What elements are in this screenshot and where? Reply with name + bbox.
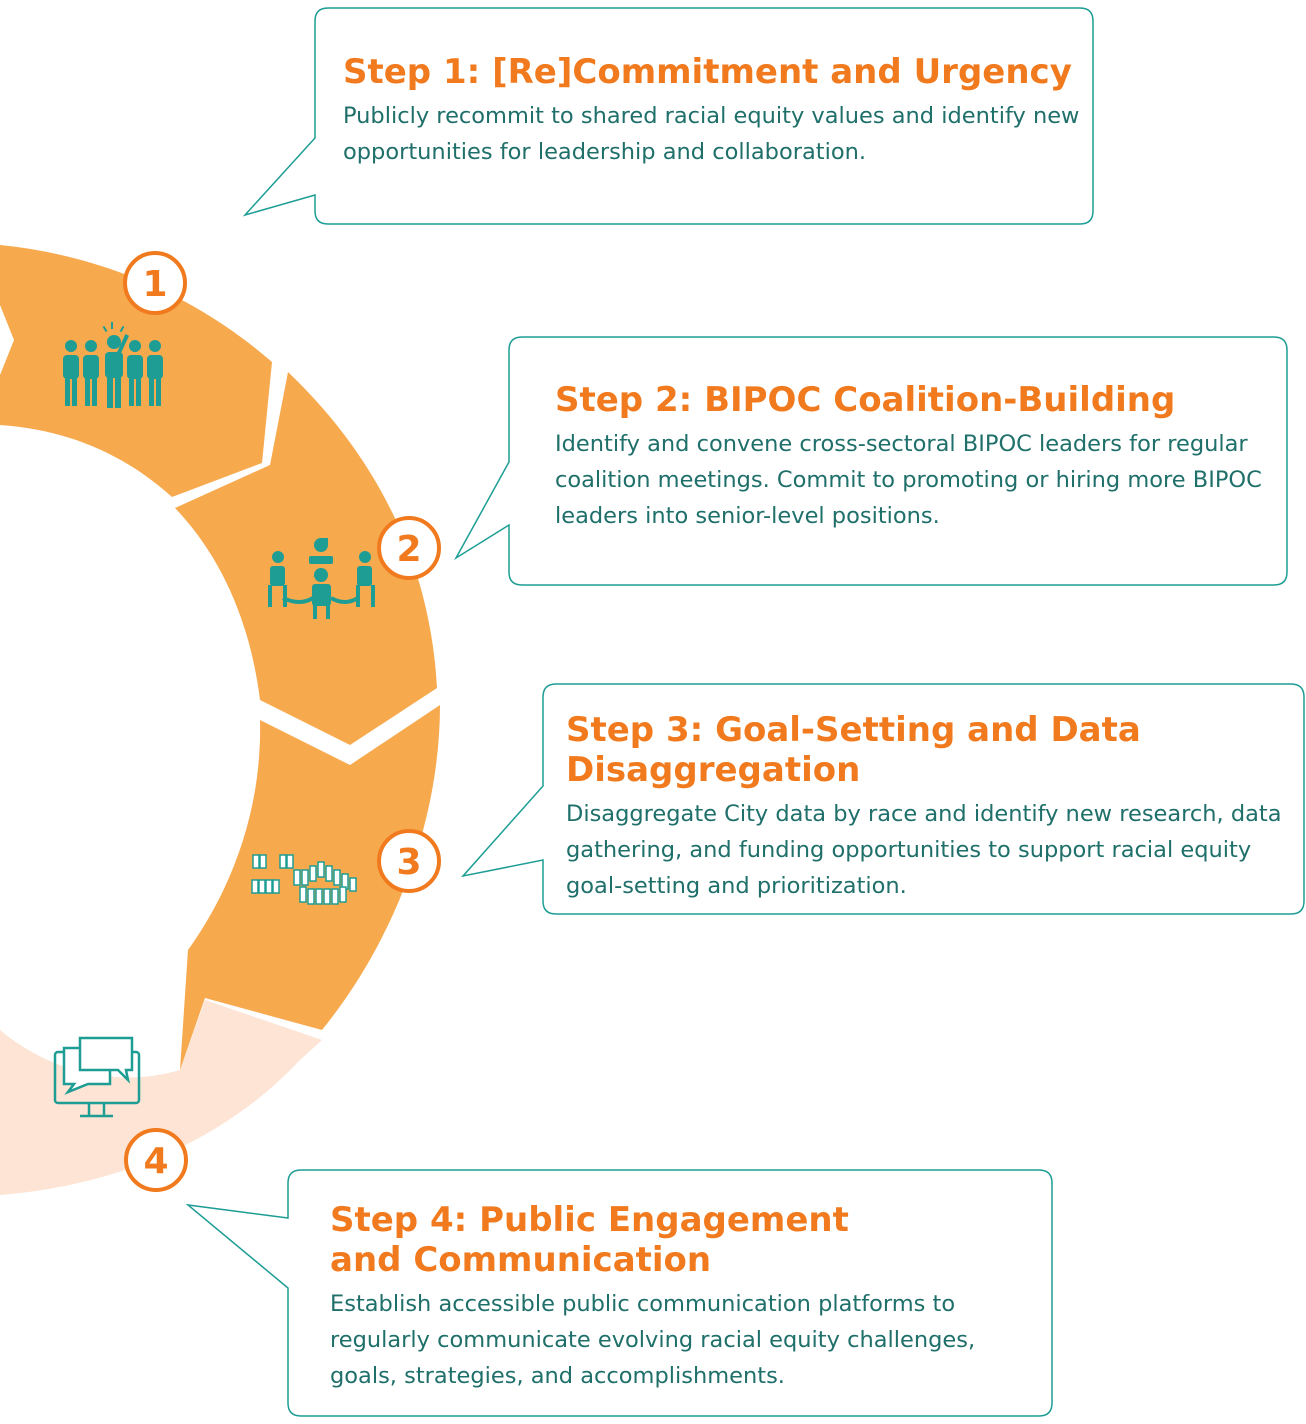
step-number-1-label: 1 [142, 264, 167, 305]
step-3-callout: Step 3: Goal-Setting and Data Disaggrega… [566, 710, 1300, 904]
step-3-title: Step 3: Goal-Setting and Data Disaggrega… [566, 710, 1141, 790]
step-number-3: 3 [377, 829, 441, 893]
step-4-callout: Step 4: Public Engagement and Communicat… [330, 1200, 1040, 1394]
step-3-description: Disaggregate City data by race and ident… [566, 801, 1282, 899]
step-number-4-label: 4 [143, 1141, 168, 1182]
step-1-callout: Step 1: [Re]Commitment and Urgency Publi… [343, 52, 1083, 170]
segment-2 [175, 372, 437, 745]
callout-2-border [453, 336, 1288, 586]
callout-1-border [242, 7, 1094, 225]
step-1-description: Publicly recommit to shared racial equit… [343, 103, 1080, 165]
step-number-4: 4 [124, 1128, 188, 1192]
step-number-2: 2 [377, 516, 441, 580]
step-number-3-label: 3 [396, 842, 421, 883]
step-4-title: Step 4: Public Engagement and Communicat… [330, 1200, 849, 1280]
step-number-1: 1 [123, 251, 187, 315]
step-number-2-label: 2 [396, 529, 421, 570]
step-4-description: Establish accessible public communicatio… [330, 1291, 976, 1389]
step-2-callout: Step 2: BIPOC Coalition-Building Identif… [555, 380, 1285, 534]
meeting-table-icon [268, 538, 375, 619]
segment-3 [180, 705, 440, 1070]
step-1-title: Step 1: [Re]Commitment and Urgency [343, 52, 1072, 92]
step-2-title: Step 2: BIPOC Coalition-Building [555, 380, 1176, 420]
callout-3-border [460, 683, 1305, 915]
callout-4-border [185, 1169, 1053, 1417]
step-2-description: Identify and convene cross-sectoral BIPO… [555, 431, 1262, 529]
population-groups-icon [251, 854, 357, 905]
monitor-chat-icon [53, 1036, 141, 1118]
group-people-icon [63, 322, 163, 408]
segment-4 [0, 1000, 322, 1195]
